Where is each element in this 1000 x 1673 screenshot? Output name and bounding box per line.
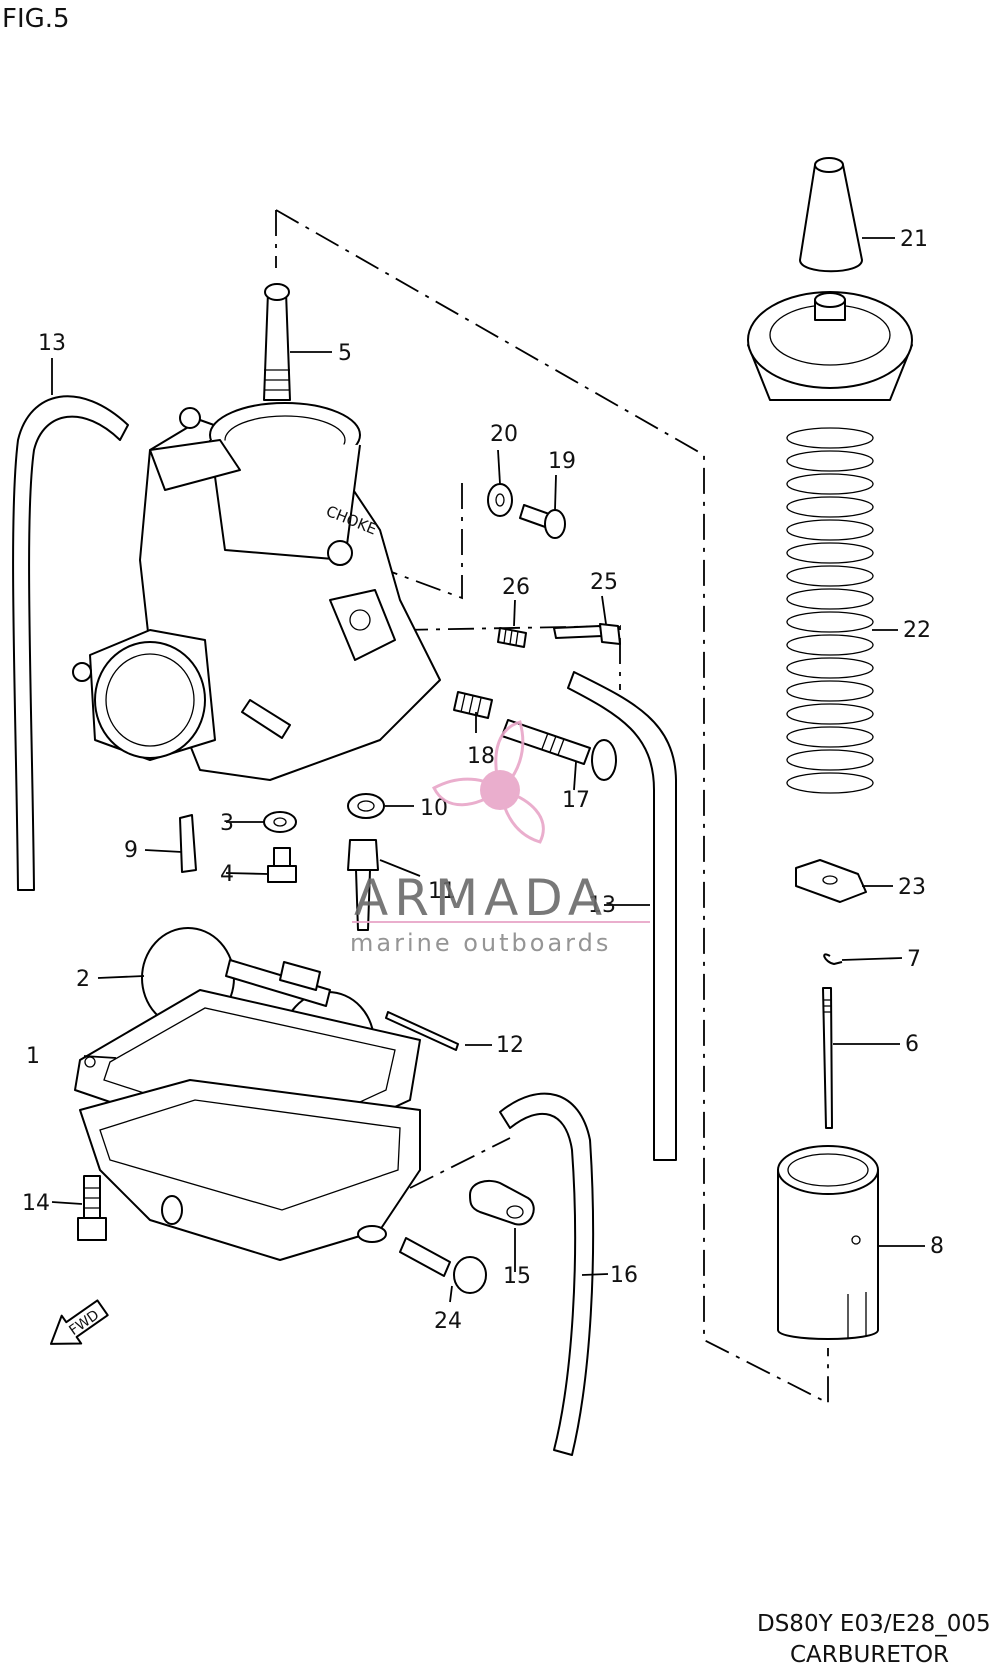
part-label-13-second: 13	[588, 893, 616, 918]
carburetor-body: CHOKE	[72, 402, 441, 781]
part-8-throttle-valve	[777, 1145, 879, 1340]
part-label-16: 16	[610, 1263, 638, 1288]
part-12-float-pin	[385, 1011, 459, 1051]
watermark-rule	[352, 921, 650, 923]
figure-label: FIG.5	[2, 4, 70, 34]
carburetor-top-cap	[747, 291, 913, 401]
part-label-7: 7	[907, 947, 921, 972]
part-label-4: 4	[220, 862, 234, 887]
part-5-cable-adjuster	[263, 283, 291, 401]
part-19-screw	[519, 504, 566, 539]
watermark-brand: ARMADA	[354, 869, 608, 927]
part-label-20: 20	[490, 422, 518, 447]
part-label-21: 21	[900, 227, 928, 252]
part-21-cable-boot	[799, 157, 863, 273]
part-label-25: 25	[590, 570, 618, 595]
fwd-arrow-icon: FWD	[49, 1299, 109, 1345]
part-label-11: 11	[428, 879, 456, 904]
part-7-e-clip	[823, 953, 843, 965]
float-bowl	[79, 1079, 421, 1261]
part-label-8: 8	[930, 1234, 944, 1259]
part-3-washer	[263, 811, 297, 833]
part-label-19: 19	[548, 449, 576, 474]
part-6-jet-needle	[822, 987, 833, 1129]
part-label-3: 3	[220, 811, 234, 836]
part-24-drain-screw	[399, 1237, 487, 1294]
part-label-26: 26	[502, 575, 530, 600]
part-label-17: 17	[562, 788, 590, 813]
part-10-washer	[347, 793, 385, 819]
part-label-23: 23	[898, 875, 926, 900]
part-label-12: 12	[496, 1033, 524, 1058]
part-label-9: 9	[124, 838, 138, 863]
part-label-18: 18	[467, 744, 495, 769]
model-code: DS80Y E03/E28_005	[757, 1611, 991, 1637]
section-name: CARBURETOR	[790, 1642, 949, 1668]
part-9-clip	[179, 814, 197, 873]
part-label-24: 24	[434, 1309, 462, 1334]
part-11-main-jet	[347, 839, 379, 931]
part-23-needle-clip-plate	[795, 859, 867, 903]
part-reference-labels: 1 2 3 4 5 6 7 8 9 10 11 12 13 13 14 15 1…	[22, 227, 944, 1334]
part-label-6: 6	[905, 1032, 919, 1057]
part-14-screw	[77, 1175, 107, 1241]
hose-13-left	[12, 395, 129, 891]
part-26-spring	[497, 627, 527, 648]
part-label-5: 5	[338, 341, 352, 366]
part-22-spring	[786, 427, 874, 794]
part-15-plate	[469, 1179, 535, 1226]
part-18-spring	[453, 691, 493, 719]
part-label-22: 22	[903, 618, 931, 643]
part-20-washer	[487, 483, 513, 517]
part-16-hose	[499, 1092, 595, 1456]
part-label-14: 14	[22, 1191, 50, 1216]
propeller-logo-icon	[432, 720, 545, 844]
part-17-throttle-stop-screw	[501, 719, 617, 781]
watermark: ARMADA marine outboards	[350, 720, 650, 957]
part-label-13: 13	[38, 331, 66, 356]
hose-13-right	[567, 671, 677, 1161]
part-25-pilot-screw	[553, 623, 621, 645]
leader-lines	[51, 237, 925, 1303]
watermark-tagline: marine outboards	[350, 929, 611, 957]
part-label-1: 1	[26, 1044, 40, 1069]
part-label-2: 2	[76, 967, 90, 992]
part-4-jet	[267, 847, 297, 883]
part-label-15: 15	[503, 1264, 531, 1289]
